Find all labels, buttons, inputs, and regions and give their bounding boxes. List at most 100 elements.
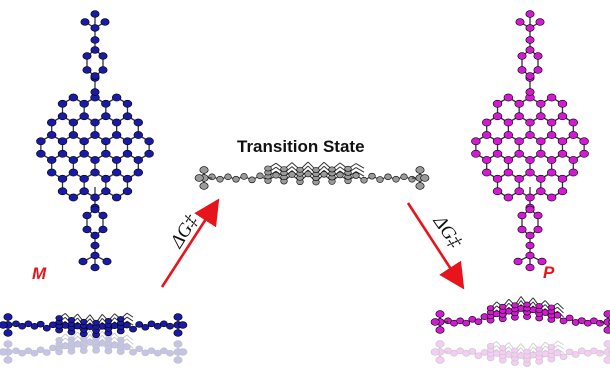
atom <box>90 131 100 139</box>
atom <box>514 99 524 108</box>
activation-arrow-left <box>160 198 220 288</box>
atom <box>533 211 543 220</box>
atom <box>194 174 204 182</box>
atom <box>90 168 100 177</box>
atom <box>590 347 598 355</box>
atom <box>565 348 574 356</box>
atom <box>384 173 392 181</box>
atom <box>178 348 188 356</box>
atom <box>525 10 535 18</box>
atom <box>101 174 111 183</box>
atom <box>57 174 68 183</box>
atom <box>68 156 79 164</box>
atom <box>546 156 557 164</box>
atom <box>511 347 519 354</box>
atom <box>82 225 92 234</box>
atom <box>68 118 79 127</box>
m-isomer-top-view <box>36 10 154 272</box>
atom <box>415 166 425 174</box>
atom <box>55 337 63 343</box>
atom <box>525 24 535 32</box>
atom <box>36 137 46 146</box>
atom <box>116 348 125 355</box>
atom <box>430 318 440 326</box>
atom <box>117 340 125 347</box>
atom <box>90 118 100 127</box>
atom <box>90 88 100 96</box>
atom <box>3 340 13 348</box>
atom <box>304 170 312 178</box>
atom <box>122 137 133 146</box>
atom <box>159 347 168 355</box>
atom <box>280 166 288 173</box>
atom <box>568 118 579 127</box>
atom <box>368 172 376 180</box>
atom <box>517 52 527 60</box>
atom <box>435 348 445 356</box>
atom <box>122 112 133 121</box>
atom <box>336 171 344 179</box>
atom <box>444 347 452 355</box>
atom <box>117 336 125 343</box>
atom <box>499 303 507 310</box>
atom <box>523 356 531 363</box>
atom <box>104 340 113 346</box>
atom <box>537 257 547 266</box>
atom <box>557 137 568 146</box>
atom <box>535 358 544 365</box>
atom <box>536 187 546 196</box>
atom <box>525 251 535 260</box>
atom <box>523 301 531 308</box>
atom <box>435 356 445 364</box>
atom <box>376 176 384 183</box>
atom <box>504 351 513 358</box>
atom <box>67 340 76 347</box>
atom <box>3 329 13 337</box>
atom <box>82 66 92 74</box>
atom <box>583 349 592 357</box>
atom <box>546 93 557 102</box>
atom <box>468 348 477 355</box>
atom <box>557 174 568 183</box>
atom <box>0 321 8 329</box>
atom <box>67 347 76 355</box>
atom <box>420 174 430 182</box>
atom <box>101 149 111 158</box>
atom <box>547 344 556 350</box>
atom <box>523 348 531 355</box>
atom <box>199 166 209 174</box>
atom <box>536 137 546 146</box>
atom <box>18 349 27 357</box>
atom <box>90 205 100 214</box>
atom <box>55 315 63 321</box>
atom <box>208 173 216 181</box>
atom <box>547 352 556 358</box>
atom <box>557 187 568 196</box>
atom <box>153 349 162 357</box>
atom <box>67 336 76 343</box>
atom <box>67 317 76 323</box>
atom <box>57 112 68 121</box>
atom <box>577 347 586 355</box>
atom <box>122 187 133 196</box>
atom <box>79 99 89 108</box>
atom <box>535 354 543 361</box>
atom <box>57 137 68 146</box>
atom <box>525 193 535 202</box>
atom <box>80 335 88 342</box>
atom <box>352 172 360 179</box>
atom <box>104 317 113 324</box>
atom <box>90 251 100 260</box>
atom <box>3 348 13 356</box>
p-isomer-top-view <box>471 10 589 272</box>
atom <box>510 359 519 366</box>
m-isomer-side-view <box>0 312 188 339</box>
atom <box>408 175 416 183</box>
atom <box>517 352 525 359</box>
atom <box>514 174 524 183</box>
atom <box>68 131 79 139</box>
atom <box>546 131 557 139</box>
transition-state-label: Transition State <box>237 137 365 156</box>
atom <box>36 320 45 328</box>
atom <box>92 347 100 354</box>
